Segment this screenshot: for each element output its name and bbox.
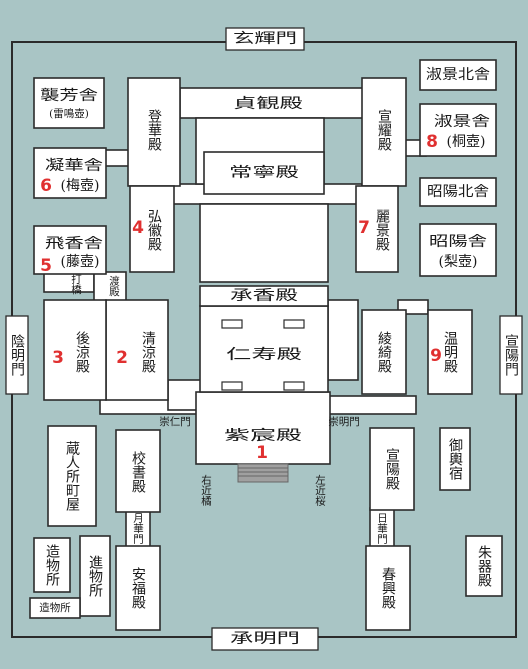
building-gyokasha-sub: (梅壺) [61,178,100,194]
building-seiryoden-label: 清涼殿 [140,331,156,373]
building-shishinden [195,391,331,465]
number-9: 9 [430,346,442,366]
building-shoyosha [419,223,497,277]
building-shoyo-kita [419,177,497,207]
gate-inmei-mon-label: 陰明門 [9,334,25,377]
building-unmeiden [427,309,473,395]
gate-shinnin-mon-label: 崇仁門 [159,416,191,428]
building-shuhosha-sub: (雷鳴壺) [49,107,89,120]
building-shuhosha [33,77,105,129]
building-shukiden [465,535,503,597]
building-senyoden-south [369,427,415,511]
corridor-sumei [315,395,417,415]
number-6: 6 [40,176,52,196]
building-shoyosha-sub: (梨壺) [439,254,478,270]
building-zobutsu-lower-label: 造物所 [39,601,71,614]
building-kyoshoden-label: 校書殿 [130,450,146,493]
jijuden-mark-2 [283,319,305,329]
gate-shomei-mon [211,627,319,651]
building-shinmotsu-label: 進物所 [87,555,103,597]
tree-ukon-label: 右近橘 [200,473,212,505]
building-higyosha-label: 飛香舎 [45,236,103,252]
number-1: 1 [256,443,268,463]
building-shigeisha-kita-label: 淑景北舎 [426,67,490,83]
gate-genki-mon [225,27,305,51]
building-shunkoden [365,545,411,631]
gate-sumei-mon-label: 崇明門 [328,416,360,428]
building-jogandan-label: 貞観殿 [233,95,303,112]
building-shoyosha-label: 昭陽舎 [429,234,487,250]
building-joneiden [203,151,325,195]
building-tokaden [127,77,181,187]
corridor-east [327,299,359,381]
building-shigeisha-kita [419,59,497,91]
building-gyokasha-label: 凝華舎 [45,158,103,174]
building-reikeiden [355,185,399,273]
building-tokaden-label: 登華殿 [146,109,162,151]
building-gyokoshuku-label: 御輿宿 [447,438,463,480]
jijuden-mark-4 [283,381,305,391]
building-koryoden [43,299,107,401]
building-shigeisha-label: 淑景舎 [434,114,490,130]
building-ryokiden [361,309,407,395]
gate-senyo-mon [499,315,523,395]
building-joneiden-label: 常寧殿 [229,164,299,181]
building-shinmotsu [79,535,111,617]
building-zobutsu-lower [29,597,81,619]
building-shigeisha [419,103,497,157]
number-4: 4 [132,218,144,238]
building-kurodo [47,425,97,527]
building-kurodo-label: 蔵人所町屋 [64,441,80,512]
building-koryoden-label: 後涼殿 [74,331,90,373]
building-reikeiden-label: 麗景殿 [374,209,390,251]
gate-watadono-label: 渡殿 [108,275,120,298]
building-zobutsu-upper-label: 造物所 [44,544,60,586]
building-kokiden [129,185,175,273]
gate-uchihashi-label: 打橋 [70,273,82,296]
gate-gekka-mon-label: 月華門 [132,512,144,544]
corridor-jokyo-link [199,203,329,283]
number-2: 2 [116,348,128,368]
gate-genki-mon-label: 玄輝門 [233,30,297,47]
gate-nikka-mon-label: 日華門 [376,512,388,544]
tree-sakon-label: 左近桜 [314,473,326,506]
shishinden-stairs [237,463,289,483]
building-shukiden-label: 朱器殿 [476,545,492,587]
building-unmeiden-label: 温明殿 [442,331,458,373]
building-shunkoden-label: 春興殿 [380,567,396,609]
building-shigeisha-sub: (桐壺) [447,134,486,150]
corridor-watadono [93,271,127,303]
building-kokiden-label: 弘徽殿 [146,209,162,251]
building-senyoden-north-label: 宣耀殿 [376,109,392,151]
gate-senyo-mon-label: 宣陽門 [503,334,519,377]
building-anpukuden-label: 安福殿 [130,567,146,609]
building-higyosha [33,225,107,275]
building-jokyoden [199,285,329,307]
building-jokyoden-label: 承香殿 [230,288,298,304]
gate-inmei-mon [5,315,29,395]
building-senyoden-north [361,77,407,187]
building-ryokiden-label: 綾綺殿 [376,331,392,373]
jijuden-mark-3 [221,381,243,391]
building-anpukuden [115,545,161,631]
jijuden-mark-1 [221,319,243,329]
building-shoyo-kita-label: 昭陽北舎 [427,184,489,200]
building-shuhosha-label: 襲芳舎 [40,87,98,104]
number-7: 7 [358,218,370,238]
building-higyosha-sub: (藤壺) [61,254,100,270]
building-gyokoshuku [439,427,471,491]
building-jijuden-label: 仁寿殿 [226,346,302,363]
number-8: 8 [426,132,438,152]
building-gyokasha [33,147,107,199]
number-5: 5 [40,256,52,276]
building-senyoden-south-label: 宣陽殿 [384,448,400,490]
building-zobutsu-upper [33,537,71,593]
gate-shomei-mon-label: 承明門 [230,631,300,647]
number-3: 3 [52,348,64,368]
building-shishinden-label: 紫宸殿 [224,427,302,444]
building-kyoshoden [115,429,161,513]
